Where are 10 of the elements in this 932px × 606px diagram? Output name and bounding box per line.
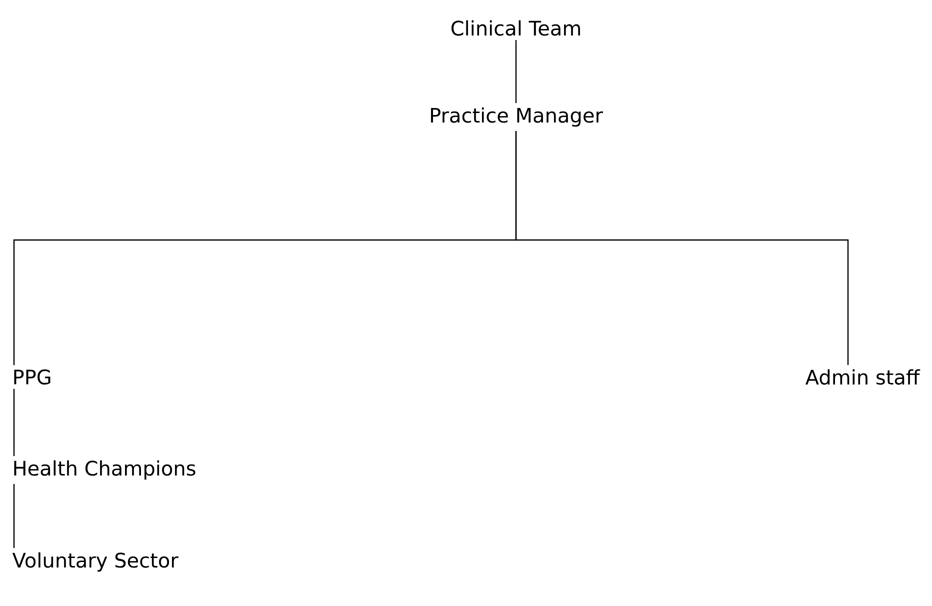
connector-line	[515, 40, 517, 104]
org-label: Health Champions	[14, 460, 196, 480]
org-label: PPG	[14, 369, 50, 385]
connector-line	[515, 130, 849, 365]
org-label: Voluntary Sector	[12, 552, 178, 572]
connector-line	[13, 484, 15, 548]
org-label: Clinical Team	[451, 20, 580, 36]
connector-line	[13, 388, 15, 456]
org-label: Admin staff	[805, 369, 920, 385]
org-label: Practice Manager	[431, 107, 603, 127]
